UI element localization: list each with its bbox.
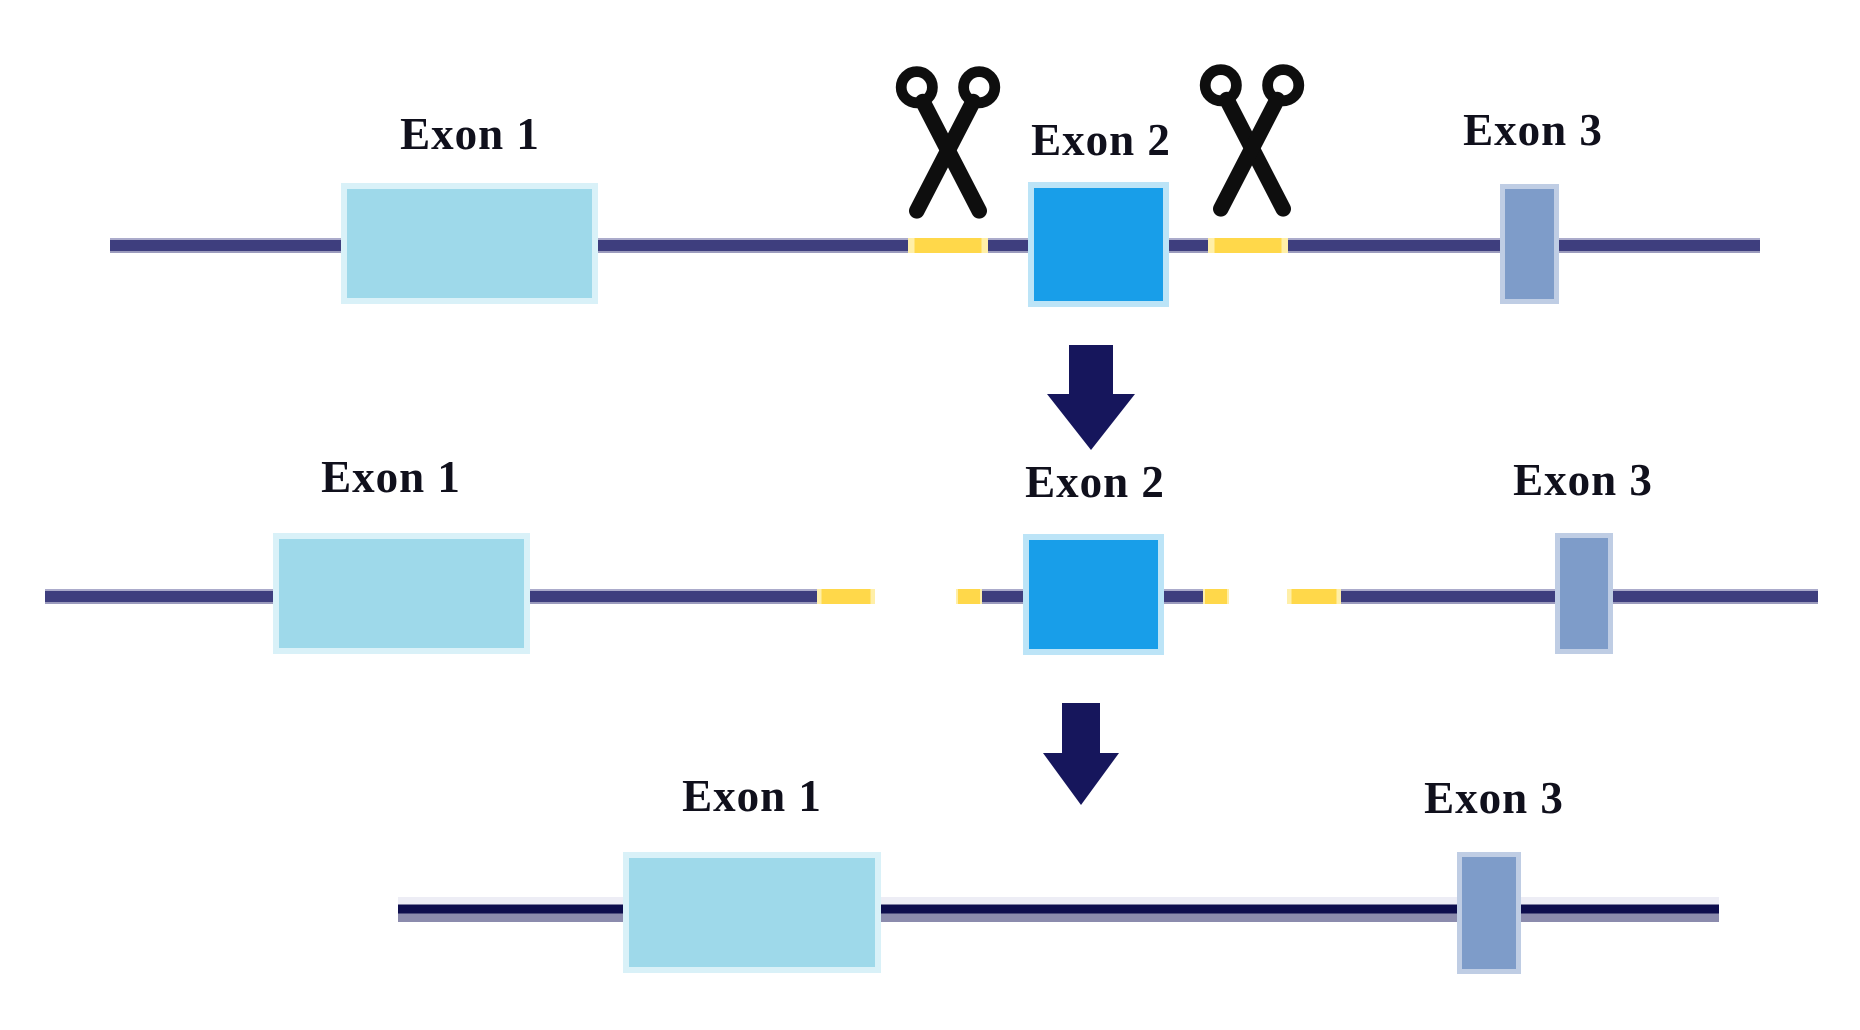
exon3-label: Exon 3 xyxy=(1463,105,1603,155)
arrow-down-icon xyxy=(1043,703,1119,805)
exon3-box xyxy=(1457,852,1521,974)
exon3-box xyxy=(1555,533,1613,654)
cut-site-right xyxy=(1208,238,1288,253)
exon2-label: Exon 2 xyxy=(1031,115,1171,165)
exon1-label: Exon 1 xyxy=(400,109,540,159)
exon1-box xyxy=(341,183,598,304)
exon2-box xyxy=(1028,182,1169,307)
exon1-label: Exon 1 xyxy=(682,771,822,821)
exon1-label: Exon 1 xyxy=(321,452,461,502)
scissors-icon xyxy=(1192,60,1312,222)
cut-site-left xyxy=(908,238,988,253)
exon3-box xyxy=(1500,184,1559,304)
cut-end xyxy=(1203,589,1229,604)
exon3-label: Exon 3 xyxy=(1424,773,1564,823)
cut-end xyxy=(956,589,982,604)
exon1-box xyxy=(623,852,881,973)
exon3-label: Exon 3 xyxy=(1513,455,1653,505)
exon2-label: Exon 2 xyxy=(1025,457,1165,507)
cut-end xyxy=(817,589,875,604)
cut-end xyxy=(1287,589,1341,604)
arrow-down-icon xyxy=(1047,345,1135,450)
exon1-box xyxy=(273,533,530,654)
scissors-icon xyxy=(888,62,1008,224)
exon2-box xyxy=(1023,534,1164,655)
